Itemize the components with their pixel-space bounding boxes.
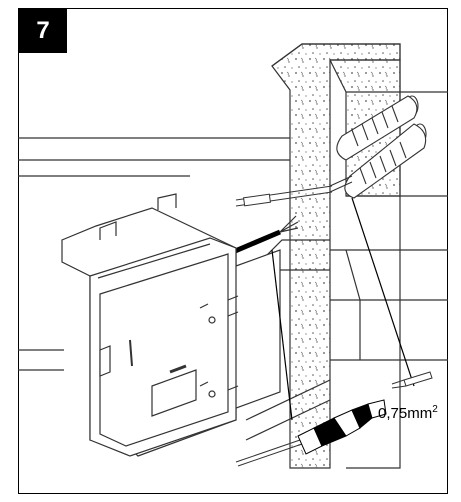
step-number-badge: 7 [19, 9, 67, 53]
wire-cross-section-exponent: 2 [432, 404, 438, 415]
step-number: 7 [36, 17, 50, 44]
leader-lines [271, 197, 415, 421]
wire-cross-section-label: 0,75mm2 [378, 404, 438, 422]
cable-connector [235, 399, 387, 467]
corrugated-conduits [329, 95, 427, 199]
stripped-wire-detail [391, 371, 433, 389]
conduit-upper [336, 95, 419, 161]
cable-run [227, 185, 333, 257]
wire-cross-section-value: 0,75mm [378, 405, 433, 422]
mounting-box [61, 193, 281, 457]
